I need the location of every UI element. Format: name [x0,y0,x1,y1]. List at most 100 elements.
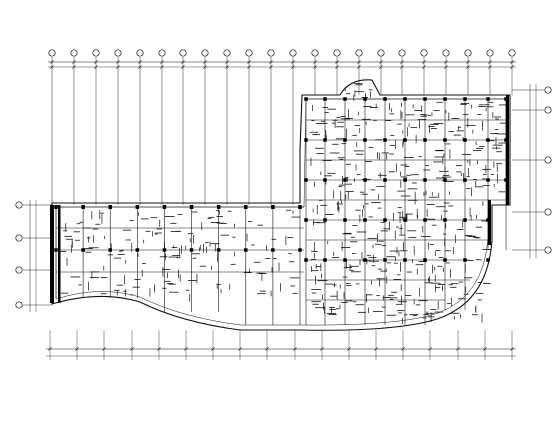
column-marker [343,218,347,222]
column-marker [363,138,367,142]
column-marker [403,218,407,222]
axis-bubble-top [223,49,231,57]
column-marker [443,258,447,262]
column-marker [363,178,367,182]
column-marker [443,97,447,101]
column-marker [463,138,467,142]
column-marker [54,205,58,209]
axis-bubble-top [355,49,363,57]
axis-bubbles [15,49,552,309]
column-marker [486,138,490,142]
structural-columns [50,95,509,303]
shear-wall [506,95,509,205]
axis-bubble-top [398,49,406,57]
column-marker [383,178,387,182]
axis-bubble-top [201,49,209,57]
column-marker [81,205,85,209]
axis-bubble-top [508,49,516,57]
column-marker [443,218,447,222]
inner-wall-outline [55,98,507,326]
column-marker [304,97,308,101]
column-marker [323,218,327,222]
column-marker [486,178,490,182]
column-marker [304,258,308,262]
column-marker [383,258,387,262]
axis-bubble-right [544,246,552,254]
column-marker [343,258,347,262]
column-marker [162,248,167,252]
column-marker [443,178,447,182]
column-marker [423,178,427,182]
column-marker [81,248,85,252]
column-marker [323,97,327,101]
axis-bubble-top [377,49,385,57]
column-marker [108,205,112,209]
axis-bubble-top [311,49,319,57]
grid-axis-lines [23,57,544,360]
column-marker [216,248,221,252]
column-marker [244,205,248,209]
axis-bubble-top [267,49,275,57]
column-marker [304,178,308,182]
column-marker [323,178,327,182]
column-marker [443,138,447,142]
column-marker [162,205,167,209]
column-marker [271,205,275,209]
axis-bubble-top [179,49,187,57]
axis-bubble-top [289,49,297,57]
column-marker [135,248,140,252]
column-marker [298,248,302,252]
shear-wall [488,200,491,245]
column-marker [244,248,248,252]
column-marker [189,205,194,209]
axis-bubble-top [420,49,428,57]
axis-bubble-top [486,49,494,57]
axis-bubble-right [544,156,552,164]
column-marker [403,138,407,142]
column-marker [486,97,490,101]
axis-bubble-top [245,49,253,57]
axis-bubble-top [333,49,341,57]
column-marker [463,178,467,182]
column-marker [135,205,140,209]
column-marker [423,138,427,142]
axis-bubble-top [92,49,100,57]
shear-wall [50,205,54,303]
column-marker [423,218,427,222]
dimension-lines [29,60,537,357]
axis-bubble-left [15,201,23,209]
column-marker [298,205,302,209]
column-marker [189,248,194,252]
column-marker [363,218,367,222]
column-marker [383,138,387,142]
column-marker [463,97,467,101]
column-marker [271,248,275,252]
axis-bubble-top [114,49,122,57]
column-marker [323,138,327,142]
column-marker [383,218,387,222]
column-marker [486,258,490,262]
column-marker [216,205,221,209]
column-marker [423,258,427,262]
column-marker [108,248,112,252]
axis-bubble-right [544,106,552,114]
column-marker [383,97,387,101]
column-marker [343,138,347,142]
axis-bubble-top [136,49,144,57]
building-outline [51,79,511,331]
axis-bubble-top [48,49,56,57]
column-marker [304,218,308,222]
column-marker [343,178,347,182]
outer-wall-outline [51,79,511,331]
column-marker [323,258,327,262]
column-marker [304,138,308,142]
column-marker [363,258,367,262]
axis-bubble-top [158,49,166,57]
column-marker [343,97,347,101]
axis-bubble-left [15,266,23,274]
column-marker [423,97,427,101]
column-marker [403,97,407,101]
column-marker [403,258,407,262]
column-marker [54,248,58,252]
